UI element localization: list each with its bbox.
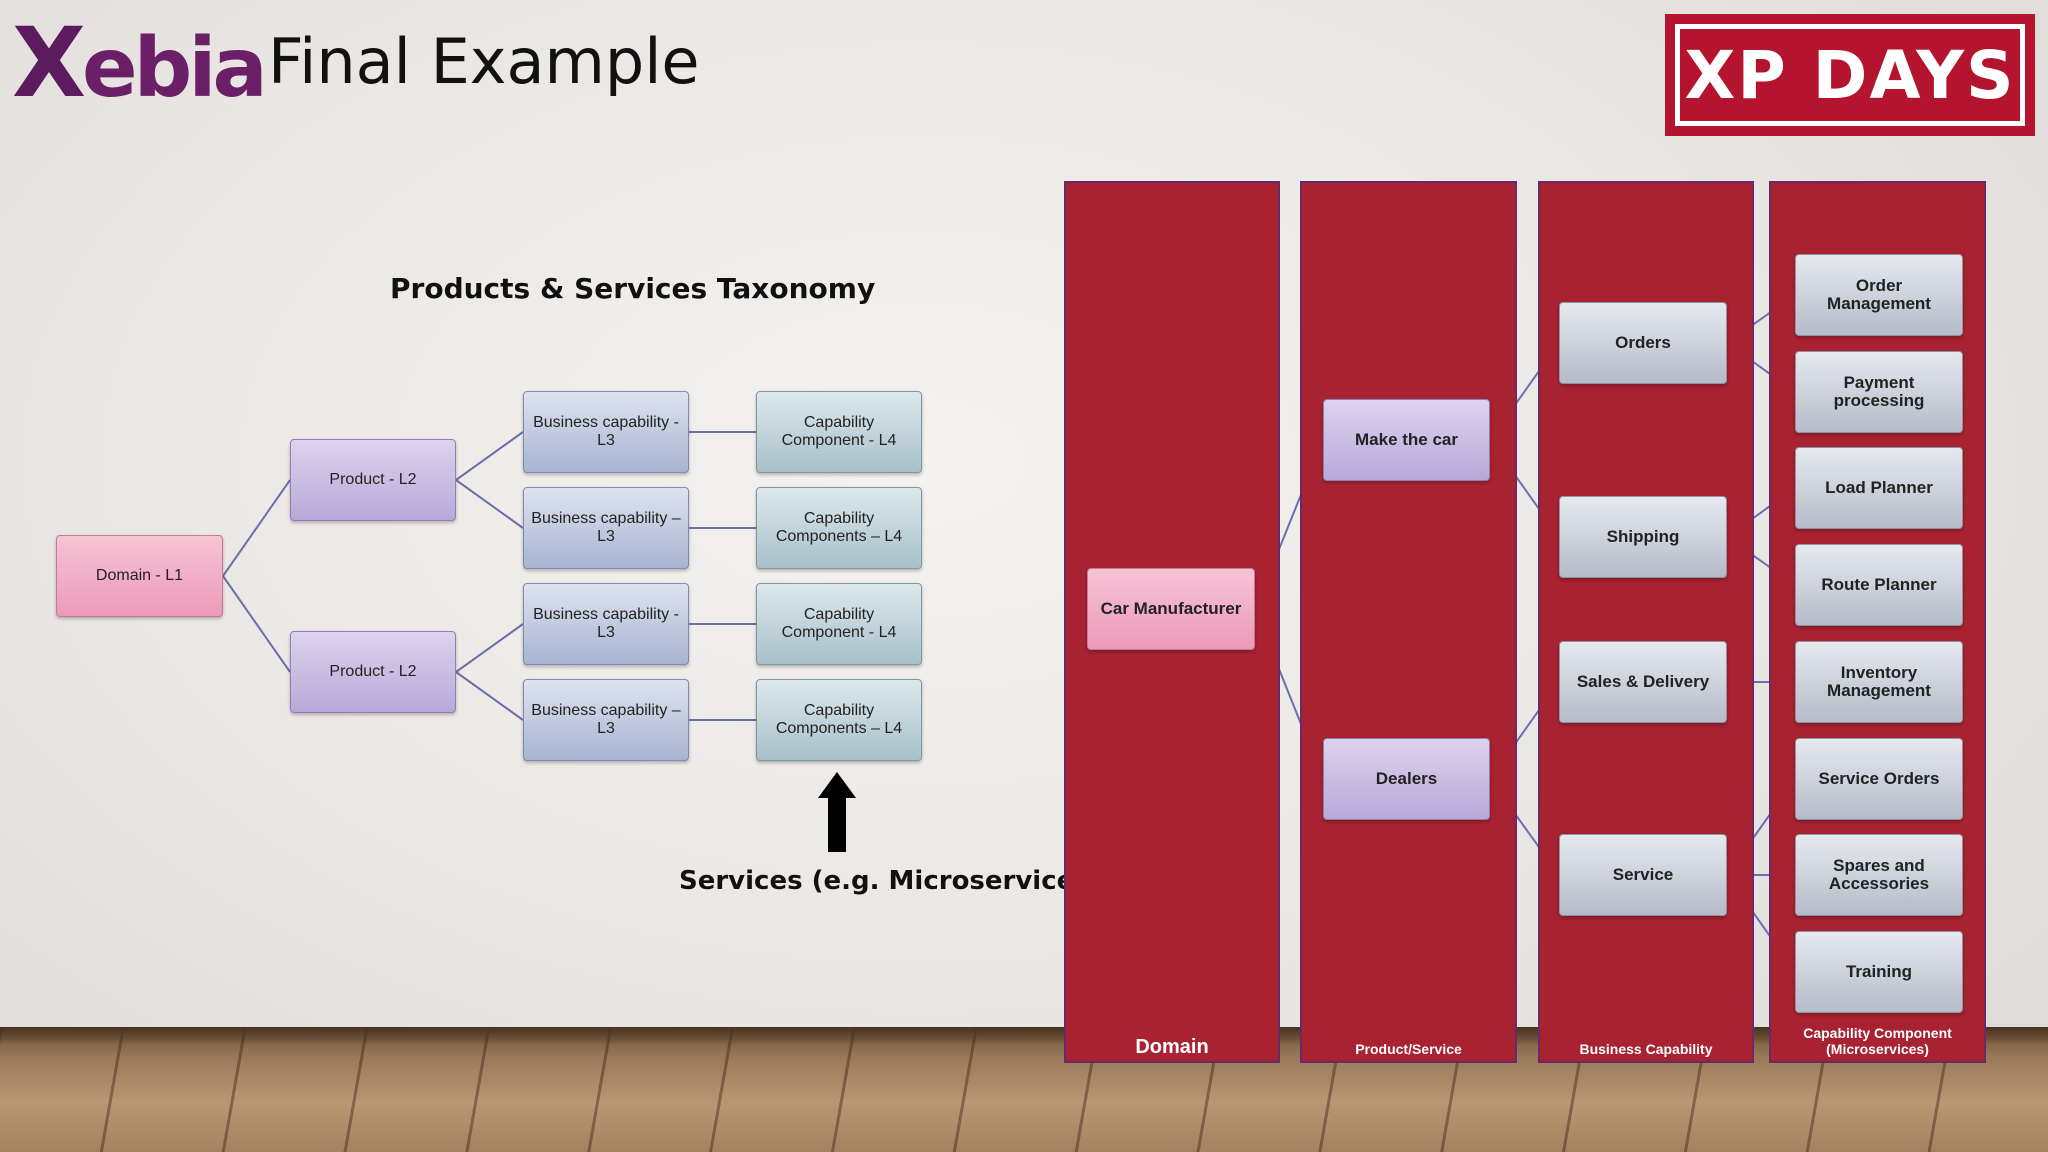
capability-component-l4-box: Capability Components – L4	[756, 679, 922, 761]
component-node-load-planner: Load Planner	[1795, 447, 1963, 529]
column-product-service: Product/Service	[1300, 181, 1517, 1063]
product-node-dealers: Dealers	[1323, 738, 1490, 820]
capability-component-l4-box: Capability Component - L4	[756, 391, 922, 473]
component-node-payment-processing: Payment processing	[1795, 351, 1963, 433]
component-node-training: Training	[1795, 931, 1963, 1013]
business-capability-l3-box: Business capability - L3	[523, 391, 689, 473]
column-label: Product/Service	[1355, 1041, 1462, 1057]
component-node-order-management: Order Management	[1795, 254, 1963, 336]
up-arrow-shaft	[828, 797, 846, 852]
services-caption: Services (e.g. Microservice)	[679, 866, 1087, 896]
capability-node-orders: Orders	[1559, 302, 1727, 384]
component-node-route-planner: Route Planner	[1795, 544, 1963, 626]
xebia-logo: Xebia	[12, 7, 268, 119]
component-node-inventory-management: Inventory Management	[1795, 641, 1963, 723]
product-l2-box: Product - L2	[290, 631, 456, 713]
column-label: Domain	[1135, 1036, 1209, 1058]
business-capability-l3-box: Business capability – L3	[523, 487, 689, 569]
product-l2-box: Product - L2	[290, 439, 456, 521]
capability-component-l4-box: Capability Components – L4	[756, 487, 922, 569]
capability-node-service: Service	[1559, 834, 1727, 916]
taxonomy-heading: Products & Services Taxonomy	[390, 272, 876, 305]
business-capability-l3-box: Business capability – L3	[523, 679, 689, 761]
component-node-service-orders: Service Orders	[1795, 738, 1963, 820]
page-title: Final Example	[268, 25, 700, 98]
product-node-make-the-car: Make the car	[1323, 399, 1490, 481]
component-node-spares-accessories: Spares and Accessories	[1795, 834, 1963, 916]
column-label: Business Capability	[1579, 1041, 1713, 1057]
capability-node-shipping: Shipping	[1559, 496, 1727, 578]
xp-days-badge: XP DAYS	[1665, 14, 2035, 136]
domain-node-car-manufacturer: Car Manufacturer	[1087, 568, 1255, 650]
up-arrow-icon	[818, 772, 856, 798]
capability-component-l4-box: Capability Component - L4	[756, 583, 922, 665]
capability-node-sales-delivery: Sales & Delivery	[1559, 641, 1727, 723]
domain-l1-box: Domain - L1	[56, 535, 223, 617]
business-capability-l3-box: Business capability - L3	[523, 583, 689, 665]
column-label: Capability Component (Microservices)	[1803, 1025, 1952, 1057]
